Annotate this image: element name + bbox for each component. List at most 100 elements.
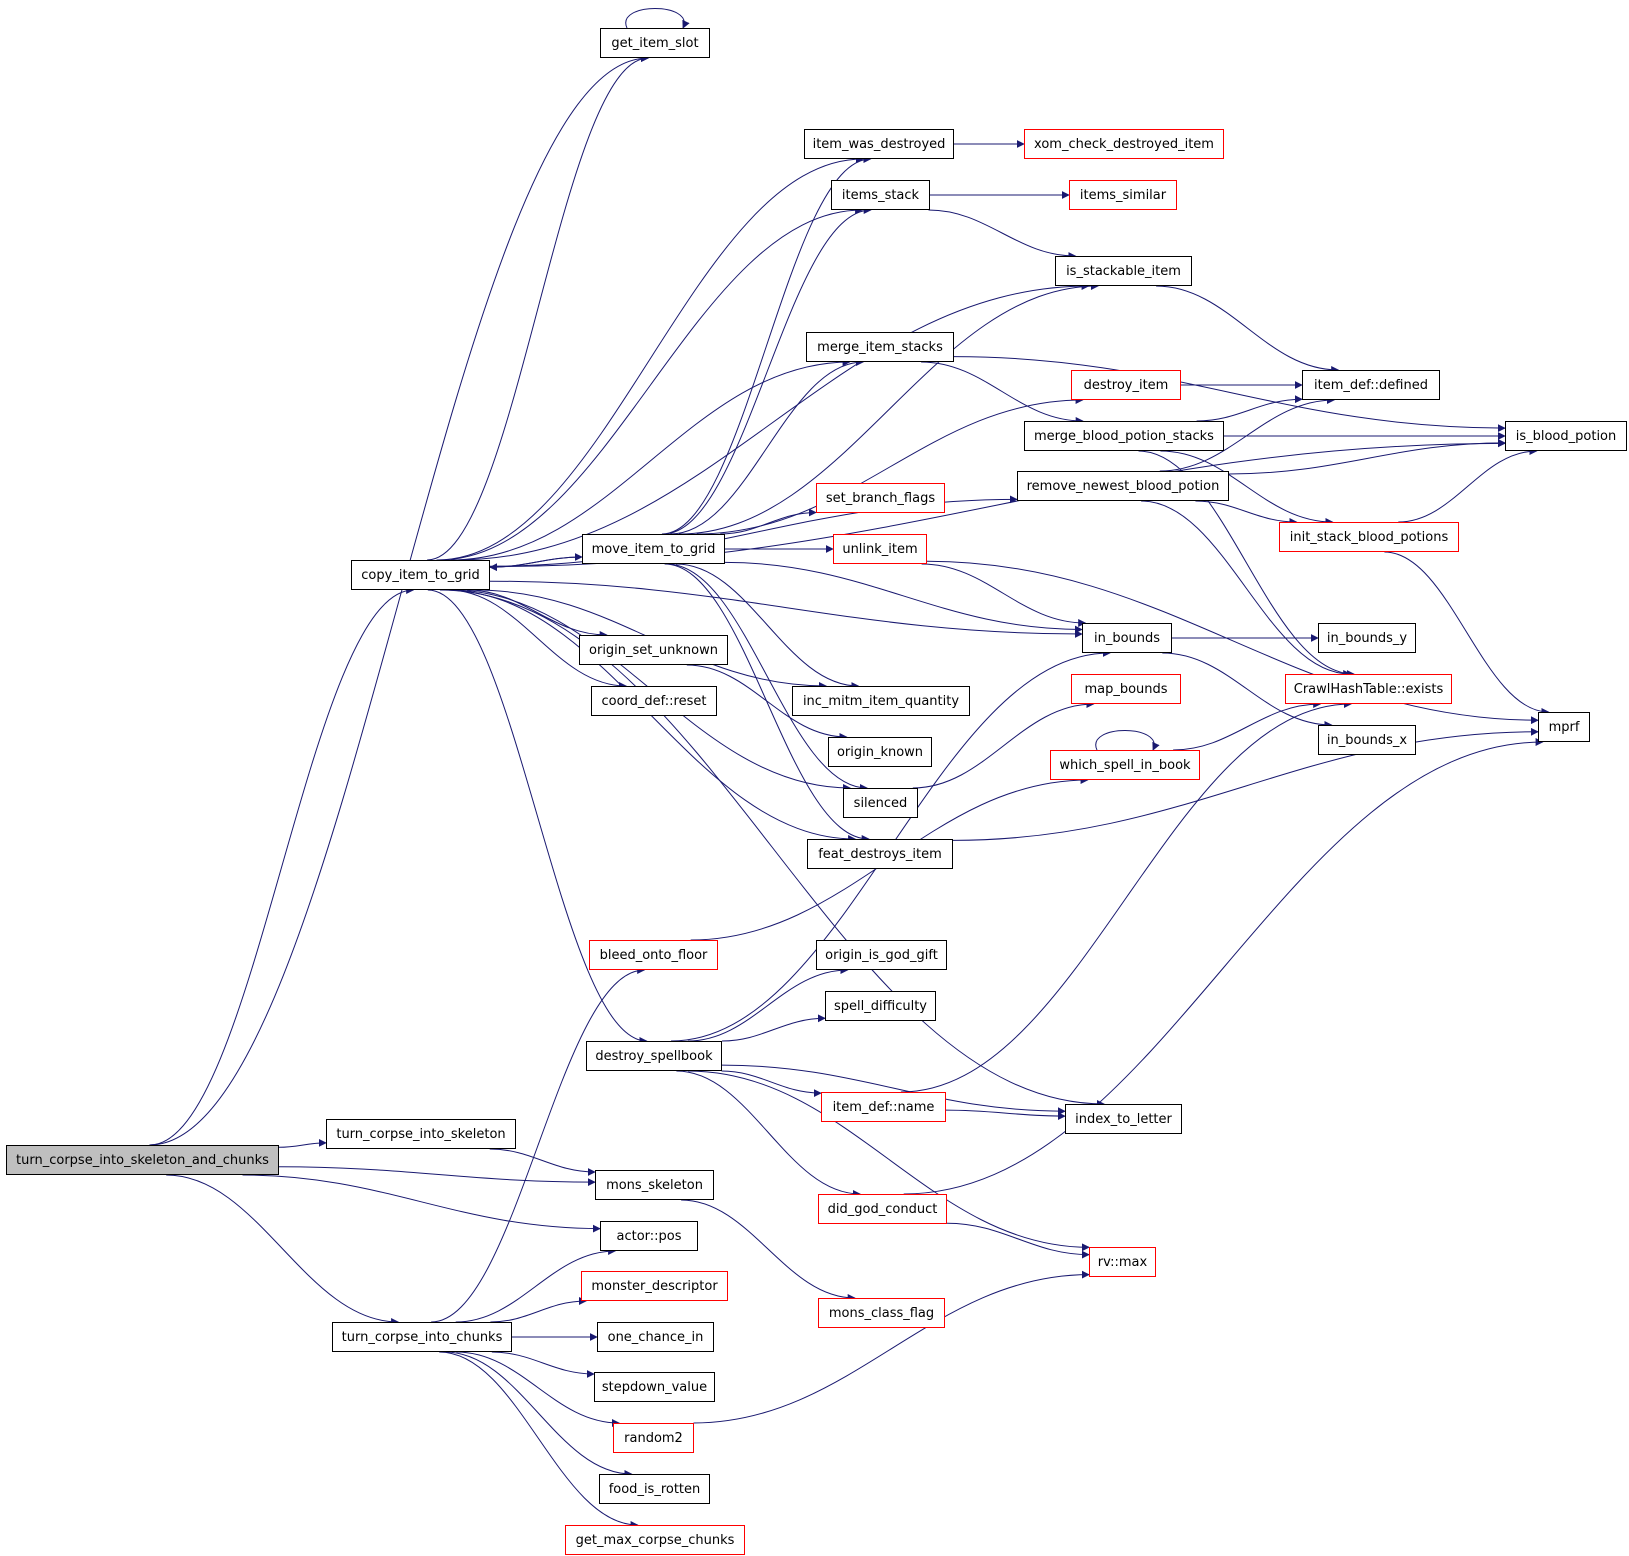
- edge-origin-set-unknown-to-origin-known: [686, 664, 848, 741]
- edge-turn-corpse-into-skeleton-and-chunks-to-copy-item-to-grid: [149, 586, 415, 1146]
- edge-in-bounds-to-in-bounds-x: [1162, 652, 1333, 729]
- edge-unlink-item-to-mprf: [926, 560, 1539, 725]
- edge-turn-corpse-into-skeleton-and-chunks-to-turn-corpse-into-chunks: [166, 1174, 400, 1326]
- node-origin-is-god-gift[interactable]: origin_is_god_gift: [816, 940, 947, 970]
- node-item-def-defined[interactable]: item_def::defined: [1302, 370, 1440, 400]
- node-feat-destroys-item[interactable]: feat_destroys_item: [807, 839, 953, 869]
- edge-merge-blood-potion-stacks-to-item-def-defined: [1196, 395, 1303, 422]
- edge-destroy-spellbook-to-did-god-conduct: [676, 1070, 861, 1198]
- edge-copy-item-to-grid-to-merge-item-stacks: [450, 358, 851, 561]
- node-destroy-item[interactable]: destroy_item: [1071, 370, 1181, 400]
- edge-feat-destroys-item-to-mprf: [952, 727, 1539, 841]
- node-unlink-item[interactable]: unlink_item: [833, 534, 927, 564]
- edge-destroy-spellbook-to-rv-max: [688, 1070, 1090, 1252]
- node-turn-corpse-into-chunks[interactable]: turn_corpse_into_chunks: [332, 1322, 512, 1352]
- node-mons-skeleton[interactable]: mons_skeleton: [595, 1170, 714, 1200]
- node-get-item-slot[interactable]: get_item_slot: [600, 28, 710, 58]
- edge-copy-item-to-grid-to-in-bounds: [489, 580, 1083, 638]
- edge-destroy-spellbook-to-spell-difficulty: [721, 1014, 826, 1042]
- edge-merge-item-stacks-to-is-blood-potion: [953, 356, 1506, 433]
- edge-move-item-to-grid-to-set-branch-flags: [720, 508, 817, 535]
- edge-copy-item-to-grid-to-item-was-destroyed: [436, 155, 864, 561]
- edge-copy-item-to-grid-to-origin-set-unknown: [467, 589, 608, 639]
- edge-unlink-item-to-in-bounds: [921, 563, 1087, 627]
- edge-remove-newest-blood-potion-to-init-stack-blood-potions: [1195, 500, 1298, 526]
- node-destroy-spellbook[interactable]: destroy_spellbook: [586, 1041, 722, 1071]
- node-item-was-destroyed[interactable]: item_was_destroyed: [804, 129, 954, 159]
- node-origin-set-unknown[interactable]: origin_set_unknown: [579, 635, 728, 665]
- edge-turn-corpse-into-chunks-to-actor-pos: [455, 1247, 617, 1323]
- node-actor-pos[interactable]: actor::pos: [600, 1221, 698, 1251]
- edge-turn-corpse-into-skeleton-and-chunks-to-turn-corpse-into-skeleton: [278, 1138, 327, 1148]
- node-items-stack[interactable]: items_stack: [831, 180, 930, 210]
- node-monster-descriptor[interactable]: monster_descriptor: [581, 1271, 728, 1301]
- node-stepdown-value[interactable]: stepdown_value: [594, 1372, 715, 1402]
- edge-remove-newest-blood-potion-to-crawlhashtable-exists: [1141, 500, 1352, 678]
- edge-merge-blood-potion-stacks-to-init-stack-blood-potions: [1160, 450, 1334, 526]
- edge-did-god-conduct-to-rv-max: [946, 1222, 1090, 1259]
- node-set-branch-flags[interactable]: set_branch_flags: [816, 483, 945, 513]
- node-merge-item-stacks[interactable]: merge_item_stacks: [806, 332, 954, 362]
- node-index-to-letter[interactable]: index_to_letter: [1065, 1104, 1182, 1134]
- node-item-def-name[interactable]: item_def::name: [821, 1092, 946, 1122]
- edge-move-item-to-grid-to-in-bounds: [724, 561, 1083, 634]
- node-spell-difficulty[interactable]: spell_difficulty: [825, 991, 936, 1021]
- node-in-bounds-y[interactable]: in_bounds_y: [1318, 623, 1416, 653]
- edge-mons-skeleton-to-mons-class-flag: [681, 1199, 856, 1302]
- node-merge-blood-potion-stacks[interactable]: merge_blood_potion_stacks: [1024, 421, 1224, 451]
- edge-random2-to-rv-max: [693, 1270, 1090, 1424]
- node-init-stack-blood-potions[interactable]: init_stack_blood_potions: [1279, 522, 1459, 552]
- node-random2[interactable]: random2: [613, 1423, 694, 1453]
- edge-remove-newest-blood-potion-to-is-blood-potion: [1228, 438, 1506, 475]
- node-food-is-rotten[interactable]: food_is_rotten: [599, 1474, 710, 1504]
- node-inc-mitm-item-quantity[interactable]: inc_mitm_item_quantity: [792, 686, 970, 716]
- edge-did-god-conduct-to-mprf: [903, 738, 1544, 1195]
- node-one-chance-in[interactable]: one_chance_in: [597, 1322, 714, 1352]
- node-get-max-corpse-chunks[interactable]: get_max_corpse_chunks: [565, 1525, 745, 1555]
- edge-move-item-to-grid-to-items-stack: [663, 206, 872, 535]
- edge-copy-item-to-grid-to-is-stackable-item: [455, 282, 1090, 561]
- edge-item-def-name-to-crawlhashtable-exists: [900, 700, 1352, 1093]
- node-did-god-conduct[interactable]: did_god_conduct: [818, 1194, 947, 1224]
- edge-turn-corpse-into-chunks-to-random2: [456, 1351, 620, 1427]
- edge-copy-item-to-grid-to-destroy-spellbook: [427, 589, 648, 1045]
- edge-move-item-to-grid-to-item-was-destroyed: [661, 155, 872, 535]
- edge-turn-corpse-into-chunks-to-food-is-rotten: [444, 1351, 633, 1478]
- node-silenced[interactable]: silenced: [843, 788, 918, 818]
- node-xom-check-destroyed-item[interactable]: xom_check_destroyed_item: [1024, 129, 1224, 159]
- node-bleed-onto-floor[interactable]: bleed_onto_floor: [589, 940, 718, 970]
- node-copy-item-to-grid[interactable]: copy_item_to_grid: [351, 560, 490, 590]
- node-items-similar[interactable]: items_similar: [1069, 180, 1177, 210]
- node-which-spell-in-book[interactable]: which_spell_in_book: [1050, 750, 1200, 780]
- edge-which-spell-in-book-to-which-spell-in-book: [1095, 730, 1160, 751]
- edge-is-stackable-item-to-item-def-defined: [1156, 285, 1340, 374]
- node-remove-newest-blood-potion[interactable]: remove_newest_blood_potion: [1017, 471, 1229, 501]
- node-is-blood-potion[interactable]: is_blood_potion: [1505, 421, 1627, 451]
- edge-copy-item-to-grid-to-items-stack: [438, 206, 864, 561]
- node-in-bounds[interactable]: in_bounds: [1082, 623, 1172, 653]
- node-map-bounds[interactable]: map_bounds: [1071, 674, 1181, 704]
- edge-move-item-to-grid-to-silenced: [666, 563, 868, 792]
- node-is-stackable-item[interactable]: is_stackable_item: [1055, 256, 1192, 286]
- node-in-bounds-x[interactable]: in_bounds_x: [1318, 725, 1416, 755]
- node-rv-max[interactable]: rv::max: [1089, 1247, 1156, 1277]
- edge-copy-item-to-grid-to-coord-def-reset: [448, 589, 627, 690]
- node-move-item-to-grid[interactable]: move_item_to_grid: [582, 534, 725, 564]
- edge-turn-corpse-into-skeleton-and-chunks-to-actor-pos: [242, 1174, 601, 1233]
- edge-turn-corpse-into-skeleton-and-chunks-to-get-item-slot: [149, 54, 649, 1146]
- edge-turn-corpse-into-chunks-to-stepdown-value: [491, 1351, 595, 1378]
- edge-get-item-slot-to-get-item-slot: [625, 8, 690, 29]
- edge-destroy-spellbook-to-item-def-name: [721, 1070, 822, 1098]
- edge-items-stack-to-is-stackable-item: [928, 209, 1077, 260]
- edge-init-stack-blood-potions-to-mprf: [1384, 551, 1550, 716]
- node-mprf[interactable]: mprf: [1538, 712, 1590, 742]
- node-mons-class-flag[interactable]: mons_class_flag: [818, 1298, 945, 1328]
- node-coord-def-reset[interactable]: coord_def::reset: [591, 686, 717, 716]
- node-crawlhashtable-exists[interactable]: CrawlHashTable::exists: [1285, 674, 1452, 704]
- edge-move-item-to-grid-to-merge-item-stacks: [670, 358, 864, 535]
- node-origin-known[interactable]: origin_known: [828, 737, 932, 767]
- node-turn-corpse-into-skeleton[interactable]: turn_corpse_into_skeleton: [326, 1119, 516, 1149]
- node-turn-corpse-into-skeleton-and-chunks[interactable]: turn_corpse_into_skeleton_and_chunks: [6, 1145, 279, 1175]
